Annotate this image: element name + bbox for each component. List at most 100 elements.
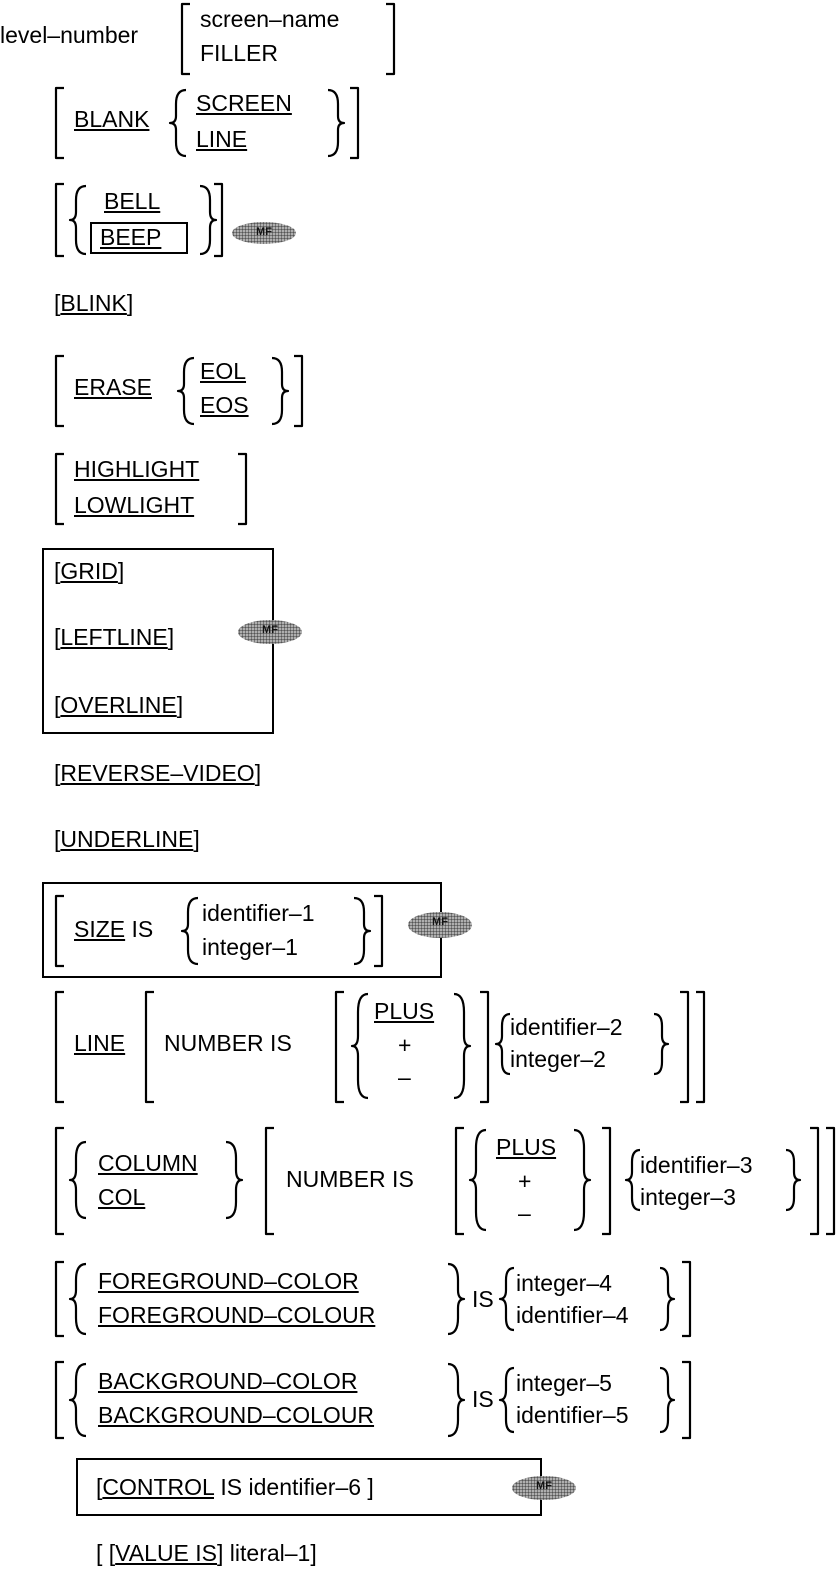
left-brace [176,356,195,426]
blink-clause: [BLINK] [54,290,134,316]
right-bracket [682,1360,692,1440]
left-brace [168,88,187,158]
left-bracket [54,1360,64,1440]
right-bracket [294,354,304,428]
right-brace [225,1140,244,1220]
control-clause: [CONTROL IS identifier–6 ] [96,1474,374,1500]
control-keyword: CONTROL [102,1474,214,1500]
identifier-4: identifier–4 [516,1302,629,1328]
right-bracket [350,86,360,160]
left-bracket [54,182,64,258]
right-bracket [214,182,224,258]
right-bracket [238,452,248,526]
number-is: NUMBER IS [286,1166,414,1192]
right-brace [327,88,346,158]
left-bracket [54,990,64,1104]
plus-sign: + [398,1032,412,1058]
integer-4: integer–4 [516,1270,612,1296]
left-bracket [454,1126,464,1236]
mf-badge: MF [238,620,302,644]
left-bracket [54,452,64,526]
reverse-video-keyword: REVERSE–VIDEO [60,760,255,786]
right-bracket [374,894,384,968]
beep-box [90,222,188,254]
background-colour-keyword: BACKGROUND–COLOUR [98,1402,375,1428]
screen-name: screen–name [200,6,340,32]
beep-keyword: BEEP [100,224,162,250]
underline-keyword: UNDERLINE [60,826,194,852]
right-bracket [602,1126,612,1236]
leftline-clause: [LEFTLINE] [54,624,175,650]
literal-1: literal–1 [229,1540,311,1566]
line-keyword: LINE [74,1030,126,1056]
right-brace [659,1266,676,1332]
left-bracket [54,1260,64,1338]
right-brace [653,1012,670,1076]
left-brace [468,1128,487,1232]
right-brace [271,356,290,426]
left-brace [68,184,87,256]
left-bracket [54,894,64,968]
integer-1: integer–1 [202,934,298,960]
identifier-2: identifier–2 [510,1014,623,1040]
plus-keyword: PLUS [374,998,435,1024]
blink-keyword: BLINK [60,290,127,316]
right-brace [453,992,472,1100]
left-brace [68,1140,87,1220]
left-bracket [54,86,64,160]
left-bracket [264,1126,274,1236]
integer-5: integer–5 [516,1370,612,1396]
erase-keyword: ERASE [74,374,152,400]
left-brace [498,1266,515,1332]
right-brace [447,1362,466,1438]
right-brace [353,896,372,966]
eos-keyword: EOS [200,392,249,418]
overline-keyword: OVERLINE [60,692,177,718]
right-brace [447,1262,466,1336]
mf-badge: MF [512,1476,576,1500]
left-brace [68,1362,87,1438]
highlight-keyword: HIGHLIGHT [74,456,200,482]
right-bracket [810,1126,820,1236]
filler-keyword: FILLER [200,40,278,66]
grid-keyword: GRID [60,558,118,584]
right-brace [199,184,218,256]
left-bracket [54,1126,64,1236]
integer-3: integer–3 [640,1184,736,1210]
right-bracket [480,990,490,1104]
identifier-5: identifier–5 [516,1402,629,1428]
right-bracket [682,1260,692,1338]
mf-badge: MF [408,912,472,938]
right-bracket [696,990,706,1104]
left-bracket [334,990,344,1104]
left-bracket [144,990,154,1104]
left-brace [494,1012,511,1076]
col-keyword: COL [98,1184,146,1210]
right-brace [573,1128,592,1232]
left-brace [498,1366,515,1434]
size-clause: SIZE IS [74,916,153,942]
right-brace [785,1148,802,1212]
left-brace [624,1148,641,1212]
leftline-keyword: LEFTLINE [60,624,168,650]
is-word: IS [131,916,154,942]
identifier-3: identifier–3 [640,1152,753,1178]
right-brace [659,1366,676,1434]
blank-keyword: BLANK [74,106,150,132]
left-brace [180,896,199,966]
overline-clause: [OVERLINE] [54,692,184,718]
level-number: level–number [0,22,139,48]
reverse-video-clause: [REVERSE–VIDEO] [54,760,262,786]
integer-2: integer–2 [510,1046,606,1072]
left-brace [68,1262,87,1336]
value-is-keyword: VALUE IS [115,1540,218,1566]
foreground-colour-keyword: FOREGROUND–COLOUR [98,1302,376,1328]
left-bracket [180,2,190,76]
minus-sign: – [518,1200,531,1226]
underline-clause: [UNDERLINE] [54,826,200,852]
left-brace [350,992,369,1100]
right-bracket [826,1126,836,1236]
right-bracket [386,2,396,76]
is-word: IS [472,1386,494,1412]
plus-keyword: PLUS [496,1134,557,1160]
